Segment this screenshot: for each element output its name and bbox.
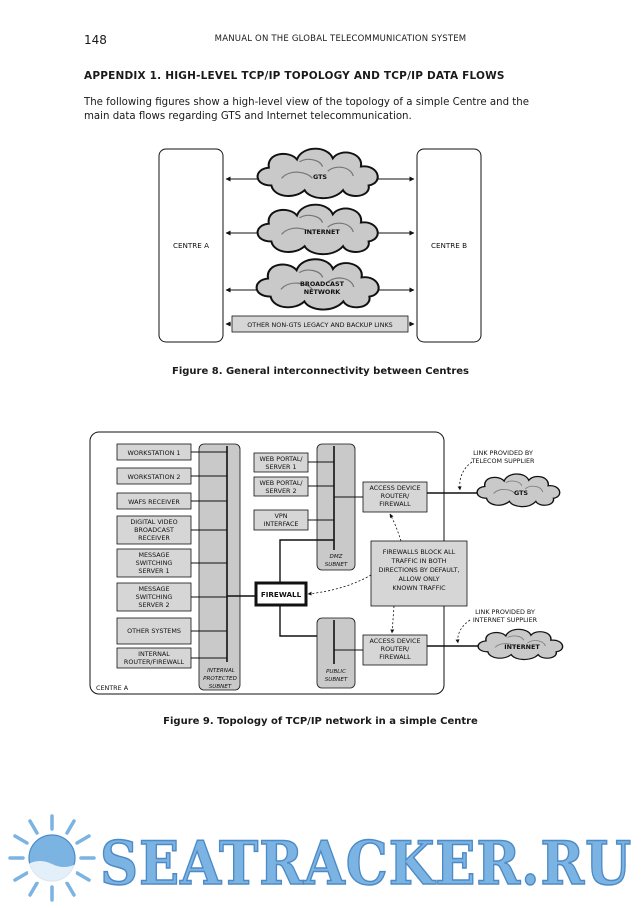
- internal-subnet-column: [198, 443, 241, 691]
- mss2-label-2: SWITCHING: [136, 593, 173, 601]
- figure-9: CENTRE A INTERNAL PROTECTED SUBNET WORKS…: [89, 431, 564, 695]
- web2-label-1: WEB PORTAL/: [259, 479, 303, 487]
- access2-label-2: ROUTER/: [381, 645, 411, 653]
- legacy-links-label: OTHER NON-GTS LEGACY AND BACKUP LINKS: [247, 321, 392, 329]
- internet-link-label-2: INTERNET SUPPLIER: [473, 616, 538, 624]
- telecom-link-pointer: [457, 461, 473, 491]
- note-line-5: KNOWN TRAFFIC: [392, 584, 446, 592]
- central-firewall-box: [254, 581, 308, 607]
- public-label-2: SUBNET: [325, 677, 348, 683]
- centre-b-label: CENTRE B: [431, 241, 467, 250]
- access2-label-1: ACCESS DEVICE: [369, 637, 420, 645]
- other-systems-label: OTHER SYSTEMS: [127, 627, 181, 635]
- central-firewall-label: FIREWALL: [261, 590, 302, 599]
- device-other-systems: OTHER SYSTEMS: [116, 617, 227, 645]
- cloud-gts-label: GTS: [313, 173, 327, 181]
- device-internal-router: INTERNAL ROUTER/FIREWALL: [116, 647, 227, 669]
- access-device-2-box: [362, 634, 428, 666]
- legacy-links-box: [231, 315, 409, 333]
- centre-a-label: CENTRE A: [173, 241, 209, 250]
- centre-a-frame-label: CENTRE A: [96, 684, 129, 692]
- page-number: 148: [84, 33, 107, 47]
- note-line-3: DIRECTIONS BY DEFAULT,: [378, 566, 459, 574]
- cloud-broadcast-label-2: NETWORK: [304, 288, 341, 296]
- cloud-broadcast-label-1: BROADCAST: [300, 280, 345, 288]
- cloud-internet-external-label: INTERNET: [504, 643, 540, 651]
- dvb-label-3: RECEIVER: [138, 534, 170, 542]
- mss1-label-3: SERVER 1: [138, 567, 169, 575]
- firewall-to-dmz: [279, 539, 334, 583]
- note-pointer-firewall: [307, 574, 372, 596]
- access1-label-3: FIREWALL: [379, 500, 411, 508]
- dvb-label-1: DIGITAL VIDEO: [130, 518, 177, 526]
- dmz-label-1: DMZ: [330, 554, 343, 560]
- cloud-internet-label: INTERNET: [304, 228, 340, 236]
- mss1-label-1: MESSAGE: [138, 551, 169, 559]
- web1-label-2: SERVER 1: [265, 463, 296, 471]
- intro-paragraph: The following figures show a high-level …: [84, 97, 530, 122]
- cloud-gts-external-label: GTS: [514, 489, 528, 497]
- device-web-portal-2: WEB PORTAL/ SERVER 2: [253, 476, 334, 497]
- vpn-label-1: VPN: [274, 512, 287, 520]
- firewall-note-box: [370, 540, 468, 607]
- internal-subnet-label-2: PROTECTED: [203, 676, 237, 682]
- public-subnet-column: [316, 617, 356, 689]
- mss2-label-3: SERVER 2: [138, 601, 169, 609]
- figure-8: CENTRE A CENTRE B GTS INTERNET BROADCAST…: [158, 147, 482, 343]
- centre-a-box: [158, 148, 224, 343]
- centre-b-box: [416, 148, 482, 343]
- web2-label-2: SERVER 2: [265, 487, 296, 495]
- dmz-subnet-column: [316, 443, 356, 571]
- internal-subnet-label-3: SUBNET: [209, 684, 232, 690]
- mss2-label-1: MESSAGE: [138, 585, 169, 593]
- note-line-1: FIREWALLS BLOCK ALL: [383, 548, 456, 556]
- public-label-1: PUBLIC: [326, 669, 346, 675]
- note-pointer-access-2: [390, 605, 395, 634]
- internal-router-label-2: ROUTER/FIREWALL: [124, 658, 185, 666]
- device-vpn-interface: VPN INTERFACE: [253, 509, 334, 531]
- watermark-text: SEATRACKER.RU: [100, 829, 632, 899]
- device-workstation-2: WORKSTATION 2: [116, 467, 227, 485]
- firewall-to-public: [279, 605, 334, 637]
- note-line-2: TRAFFIC IN BOTH: [391, 557, 447, 565]
- telecom-link-label-1: LINK PROVIDED BY: [473, 449, 533, 457]
- device-web-portal-1: WEB PORTAL/ SERVER 1: [253, 452, 334, 473]
- device-dvb-receiver: DIGITAL VIDEO BROADCAST RECEIVER: [116, 515, 227, 545]
- mss1-label-2: SWITCHING: [136, 559, 173, 567]
- dmz-label-2: SUBNET: [325, 562, 348, 568]
- dvb-label-2: BROADCAST: [134, 526, 174, 534]
- workstation-1-label: WORKSTATION 1: [127, 449, 180, 457]
- access1-label-1: ACCESS DEVICE: [369, 484, 420, 492]
- figure-8-caption: Figure 8. General interconnectivity betw…: [172, 366, 469, 377]
- internal-router-label-1: INTERNAL: [138, 650, 170, 658]
- telecom-link-label-2: TELECOM SUPPLIER: [471, 457, 536, 465]
- watermark: SEATRACKER.RU: [8, 814, 632, 902]
- internet-link-pointer: [455, 619, 471, 644]
- web1-label-1: WEB PORTAL/: [259, 455, 303, 463]
- access-device-1-box: [362, 481, 428, 513]
- device-message-switching-2: MESSAGE SWITCHING SERVER 2: [116, 582, 227, 612]
- device-workstation-1: WORKSTATION 1: [116, 443, 227, 461]
- internet-link-label-1: LINK PROVIDED BY: [475, 608, 535, 616]
- access2-label-3: FIREWALL: [379, 653, 411, 661]
- running-header: MANUAL ON THE GLOBAL TELECOMMUNICATION S…: [214, 34, 467, 44]
- device-message-switching-1: MESSAGE SWITCHING SERVER 1: [116, 548, 227, 578]
- vpn-label-2: INTERFACE: [264, 520, 299, 528]
- note-line-4: ALLOW ONLY: [398, 575, 439, 583]
- wafs-receiver-label: WAFS RECEIVER: [128, 498, 180, 506]
- internal-subnet-label-1: INTERNAL: [207, 668, 235, 674]
- device-wafs-receiver: WAFS RECEIVER: [116, 492, 227, 510]
- figure-9-caption: Figure 9. Topology of TCP/IP network in …: [163, 716, 478, 727]
- access1-label-2: ROUTER/: [381, 492, 411, 500]
- watermark-sun-icon: [8, 814, 96, 902]
- workstation-2-label: WORKSTATION 2: [127, 473, 180, 481]
- section-title: APPENDIX 1. HIGH-LEVEL TCP/IP TOPOLOGY A…: [84, 70, 505, 82]
